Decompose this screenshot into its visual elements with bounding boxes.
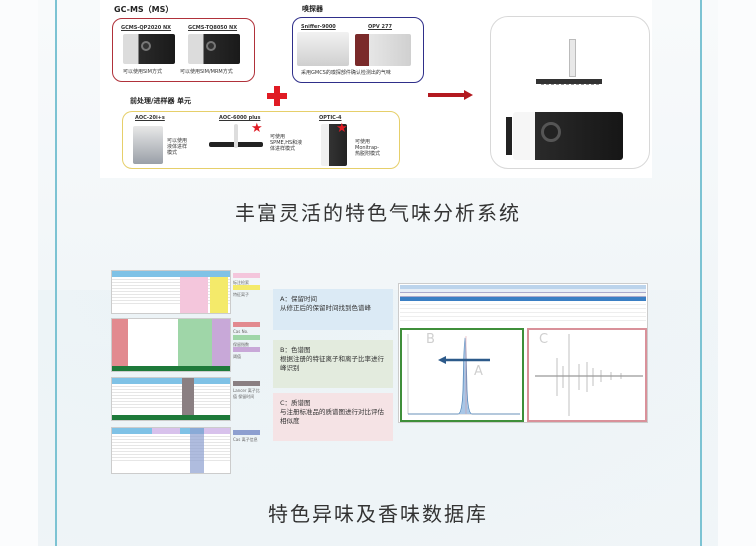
info-box-title: A：保留时间 bbox=[280, 295, 317, 303]
autosampler-modules bbox=[541, 84, 599, 108]
legend-swatch bbox=[233, 285, 260, 290]
sniffer-caption: 采用GMCS的嗅探部件确认检测出的气味 bbox=[301, 70, 391, 76]
sampler-model-name: OPTIC-4 bbox=[319, 115, 342, 121]
legend-label: Lancer 离子比值 保留时间 bbox=[233, 388, 260, 399]
gcms-model-caption: 可以使用SIM方式 bbox=[123, 69, 162, 75]
side-module bbox=[506, 117, 512, 155]
pane-label-a: A bbox=[474, 364, 483, 379]
sniffer-model-name: Sniffer-9000 bbox=[301, 24, 336, 30]
sampler-group-box: AOC-20i+s AOC-6000 plus OPTIC-4 可以使用 液体进… bbox=[122, 111, 400, 169]
chromatogram-plot bbox=[407, 334, 520, 415]
legend-swatch bbox=[233, 322, 260, 327]
legend-label: 标注检索 bbox=[233, 280, 249, 285]
database-sheet bbox=[111, 318, 231, 372]
info-box-body: 根据注册的特征离子和离子比率进行峰识别 bbox=[280, 355, 384, 372]
legend-swatch bbox=[233, 335, 260, 340]
legend-label: 保留指数 bbox=[233, 342, 249, 347]
sampler-caption: 可以使用 液体进样 模式 bbox=[167, 138, 188, 156]
database-sheet bbox=[111, 270, 231, 314]
mass-spectrum-plot bbox=[535, 334, 643, 416]
sampler-caption: 可使用 Monitrap- 热脱附模式 bbox=[355, 139, 381, 157]
info-box-body: 与注册标准品的质谱图进行对比评估相似度 bbox=[280, 408, 384, 425]
gcms-model-name: GCMS-QP2020 NX bbox=[121, 25, 172, 31]
legend-label: Cas 离子信息 bbox=[233, 437, 258, 442]
section-heading-analysis-system: 丰富灵活的特色气味分析系统 bbox=[235, 201, 521, 225]
legend-label: 特征离子 bbox=[233, 292, 249, 297]
database-sheet bbox=[111, 377, 231, 421]
pane-label-c: C bbox=[539, 332, 549, 347]
aoc6000-tower bbox=[234, 124, 238, 148]
autosampler-rail bbox=[536, 79, 602, 84]
gcms-model-name: GCMS-TQ8050 NX bbox=[188, 25, 238, 31]
info-box-retention-time: A：保留时间 从修正后的保留时间找到色谱峰 bbox=[273, 289, 393, 330]
sampler-model-name: AOC-6000 plus bbox=[219, 115, 261, 121]
section-heading-database: 特色异味及香味数据库 bbox=[268, 502, 488, 526]
legend-label: Cas No. bbox=[233, 329, 249, 334]
database-sheet bbox=[111, 427, 231, 474]
star-icon: ★ bbox=[336, 121, 348, 136]
system-diagram: GC-MS（MS） GCMS-QP2020 NX GCMS-TQ8050 NX … bbox=[100, 0, 652, 178]
gcms-group-title: GC-MS（MS） bbox=[114, 5, 174, 14]
sampler-caption: 可使用 SPME,HS和液 体进样模式 bbox=[270, 134, 303, 152]
chromatogram-pane: B A bbox=[400, 328, 524, 422]
right-divider-line bbox=[700, 0, 702, 546]
opv-instrument-image bbox=[355, 34, 411, 66]
star-icon: ★ bbox=[251, 121, 263, 136]
sniffer-model-name: OPV 277 bbox=[368, 24, 392, 30]
info-box-mass-spectrum: C：质谱图 与注册标准品的质谱图进行对比评估相似度 bbox=[273, 393, 393, 441]
legend-swatch bbox=[233, 430, 260, 435]
aoc20-instrument-image bbox=[133, 126, 163, 164]
sniffer-instrument-image bbox=[297, 32, 349, 66]
pane-label-b: B bbox=[426, 332, 435, 347]
info-box-title: B：色谱图 bbox=[280, 346, 311, 354]
gcms-group-box: GCMS-QP2020 NX GCMS-TQ8050 NX 可以使用SIM方式 … bbox=[112, 18, 255, 82]
gcms-instrument-image bbox=[188, 34, 240, 64]
sampler-model-name: AOC-20i+s bbox=[135, 115, 165, 121]
left-divider-line bbox=[55, 0, 57, 546]
info-box-chromatogram: B：色谱图 根据注册的特征离子和离子比率进行峰识别 bbox=[273, 340, 393, 388]
optic4-instrument-image bbox=[321, 124, 347, 166]
combined-system-card bbox=[490, 16, 650, 169]
mass-spectrum-pane: C bbox=[527, 328, 647, 422]
gcms-model-caption: 可以使用SIM/MRM方式 bbox=[180, 69, 233, 75]
legend-swatch bbox=[233, 347, 260, 352]
autosampler-tower bbox=[569, 39, 576, 77]
plus-icon bbox=[267, 86, 287, 106]
software-screenshot: B A C bbox=[398, 283, 648, 423]
sampler-group-title: 前处理/进样器 单元 bbox=[130, 97, 191, 105]
info-box-title: C：质谱图 bbox=[280, 399, 311, 407]
gcms-instrument-image bbox=[123, 34, 175, 64]
gcms-instrument-image bbox=[513, 112, 623, 160]
sniffer-group-box: Sniffer-9000 OPV 277 采用GMCS的嗅探部件确认检测出的气味 bbox=[292, 17, 424, 83]
compound-results-table bbox=[400, 285, 646, 325]
legend-swatch bbox=[233, 381, 260, 386]
sniffer-group-title: 嗅探器 bbox=[302, 5, 323, 13]
legend-swatch bbox=[233, 273, 260, 278]
info-box-body: 从修正后的保留时间找到色谱峰 bbox=[280, 304, 371, 312]
legend-label: 阈值 bbox=[233, 354, 241, 359]
arrow-right-icon bbox=[428, 90, 474, 100]
